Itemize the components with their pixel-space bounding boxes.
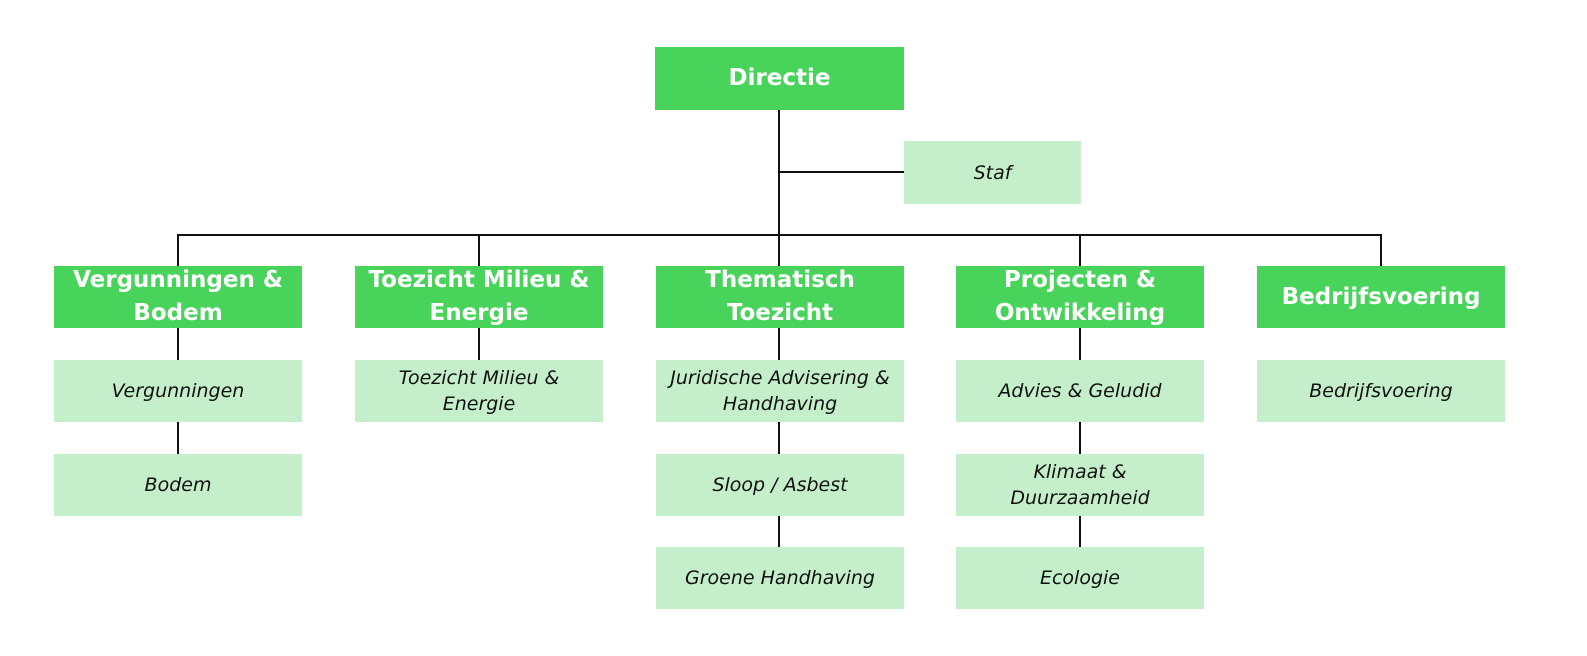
unit-label: Toezicht Milieu & Energie xyxy=(398,367,560,415)
unit-box: Klimaat & Duurzaamheid xyxy=(956,454,1204,516)
unit-label: Klimaat & Duurzaamheid xyxy=(1010,461,1150,509)
unit-box: Groene Handhaving xyxy=(656,547,904,609)
unit-label: Groene Handhaving xyxy=(685,567,875,589)
department-label: Bedrijfsvoering xyxy=(1281,283,1481,310)
unit-box: Sloop / Asbest xyxy=(656,454,904,516)
department-label: Projecten & Ontwikkeling xyxy=(994,267,1166,326)
director-box: Directie xyxy=(655,47,904,110)
unit-label: Juridische Advisering & Handhaving xyxy=(670,367,890,415)
unit-label: Vergunningen xyxy=(111,380,245,402)
department-label: Vergunningen & Bodem xyxy=(73,267,283,326)
department-label: Thematisch Toezicht xyxy=(705,267,855,326)
unit-label: Bodem xyxy=(144,474,212,496)
unit-label: Ecologie xyxy=(1039,567,1120,589)
unit-box: Juridische Advisering & Handhaving xyxy=(656,360,904,422)
connector-department-2-units xyxy=(478,328,480,360)
department-box: Toezicht Milieu & Energie xyxy=(355,266,603,328)
connector-department-5-drop xyxy=(1380,234,1382,267)
unit-label: Sloop / Asbest xyxy=(712,474,848,496)
staff-label: Staf xyxy=(973,161,1012,184)
unit-box: Bedrijfsvoering xyxy=(1257,360,1505,422)
connector-staff xyxy=(778,171,904,173)
director-label: Directie xyxy=(728,65,831,91)
department-box: Bedrijfsvoering xyxy=(1257,266,1505,328)
connector-department-3-drop xyxy=(778,234,780,267)
unit-box: Toezicht Milieu & Energie xyxy=(355,360,603,422)
staff-box: Staf xyxy=(904,141,1081,204)
connector-department-4-units xyxy=(1079,328,1081,548)
connector-department-3-units xyxy=(778,328,780,548)
unit-box: Advies & Geludid xyxy=(956,360,1204,422)
department-box: Projecten & Ontwikkeling xyxy=(956,266,1204,328)
connector-department-2-drop xyxy=(478,234,480,267)
unit-box: Vergunningen xyxy=(54,360,302,422)
unit-box: Bodem xyxy=(54,454,302,516)
connector-director-trunk xyxy=(778,110,780,236)
connector-department-4-drop xyxy=(1079,234,1081,267)
connector-department-1-drop xyxy=(177,234,179,267)
department-label: Toezicht Milieu & Energie xyxy=(368,267,590,326)
unit-box: Ecologie xyxy=(956,547,1204,609)
department-box: Thematisch Toezicht xyxy=(656,266,904,328)
unit-label: Bedrijfsvoering xyxy=(1309,380,1453,402)
department-box: Vergunningen & Bodem xyxy=(54,266,302,328)
unit-label: Advies & Geludid xyxy=(998,380,1162,402)
